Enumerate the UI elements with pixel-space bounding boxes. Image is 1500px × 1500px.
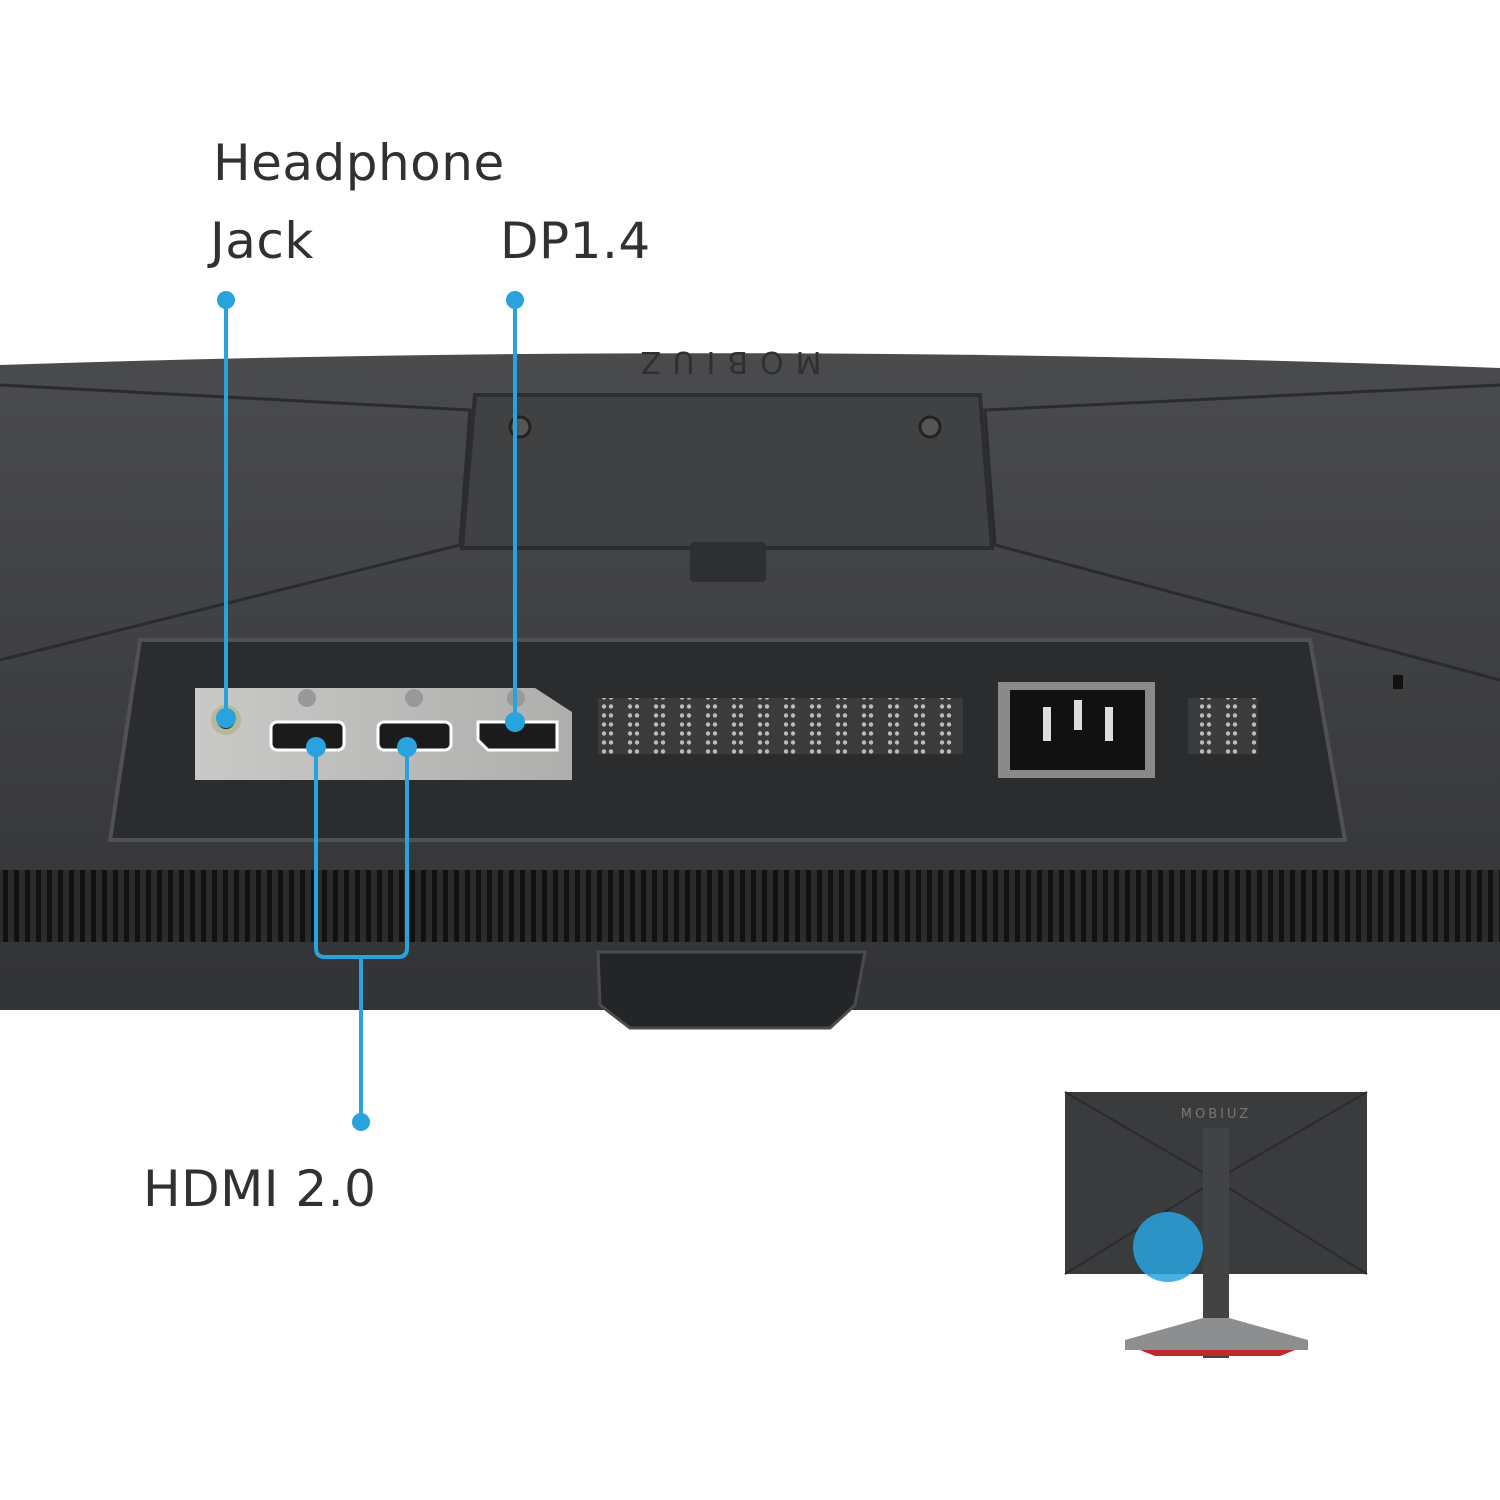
stand-mount <box>596 950 867 1030</box>
callout-dot-hdmi <box>352 1113 370 1131</box>
dp-label: DP1.4 <box>500 212 651 270</box>
hdmi-label: HDMI 2.0 <box>143 1160 377 1218</box>
kensington-lock-icon <box>1393 675 1403 689</box>
headphone-label-line2: Jack <box>210 212 314 270</box>
brand-logo: MOBIUZ <box>629 344 822 379</box>
inset-monitor-thumbnail: MOBIUZ <box>1064 1091 1368 1358</box>
callout-lines <box>224 300 517 1122</box>
bottom-vent <box>0 870 1500 942</box>
headphone-label-line1: Headphone <box>213 134 505 192</box>
ventilation-holes <box>598 698 963 754</box>
callout-dot-headphone <box>217 291 235 309</box>
callout-dot-dp <box>506 291 524 309</box>
port-bay <box>107 638 1403 842</box>
svg-text:MOBIUZ: MOBIUZ <box>1181 1107 1251 1122</box>
displayport-port <box>476 720 559 752</box>
headphone-jack-label: Headphone Jack <box>210 134 505 270</box>
